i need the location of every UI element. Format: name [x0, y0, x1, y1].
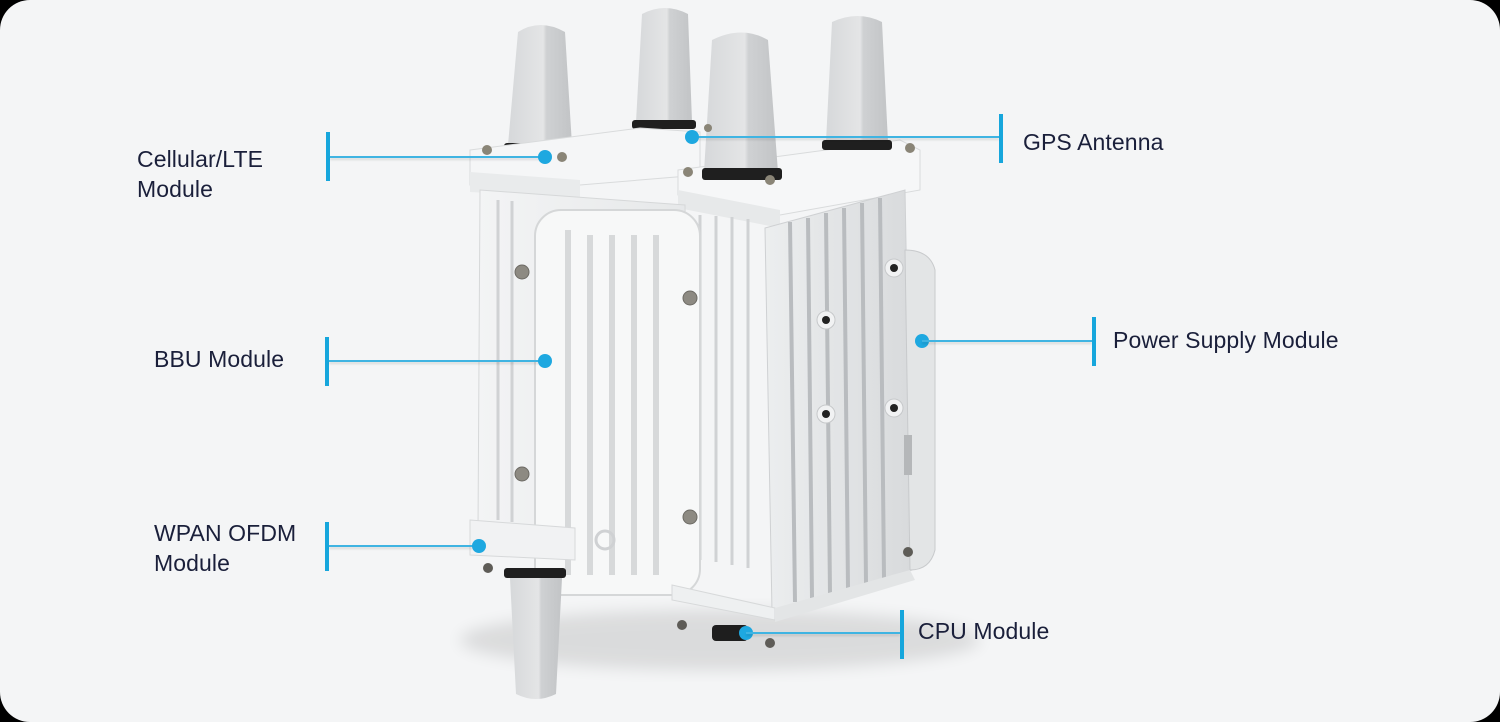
callout-bar-gps	[999, 114, 1003, 163]
antenna-front-center	[702, 32, 782, 180]
label-gps-antenna: GPS Antenna	[1023, 129, 1164, 155]
callout-bar-bbu	[325, 337, 329, 386]
callout-line-gps	[692, 136, 999, 138]
callout-line-bbu	[329, 360, 545, 362]
antenna-bottom	[504, 568, 566, 699]
label-wpan-ofdm-module: WPAN OFDM Module	[154, 520, 297, 576]
label-bbu-module: BBU Module	[154, 346, 285, 372]
callout-bar-wpan	[325, 522, 329, 571]
label-cpu-module: CPU Module	[918, 618, 1050, 644]
callout-dot-wpan	[472, 539, 486, 553]
callout-line-cpu	[746, 632, 900, 634]
callout-bar-power	[1092, 317, 1096, 366]
callout-dot-gps	[685, 130, 699, 144]
label-cellular-lte-module: Cellular/LTE Module	[137, 146, 264, 202]
label-power-supply-module: Power Supply Module	[1113, 327, 1339, 353]
callout-dot-cellular	[538, 150, 552, 164]
callout-dot-bbu	[538, 354, 552, 368]
antenna-back-center	[632, 8, 696, 129]
antenna-front-right	[822, 16, 892, 150]
callout-bar-cpu	[900, 610, 904, 659]
callout-bar-cellular	[326, 132, 330, 181]
callout-line-wpan	[329, 545, 479, 547]
callout-line-power	[922, 340, 1092, 342]
antenna-back-left	[504, 25, 574, 153]
callout-line-cellular	[330, 156, 545, 158]
